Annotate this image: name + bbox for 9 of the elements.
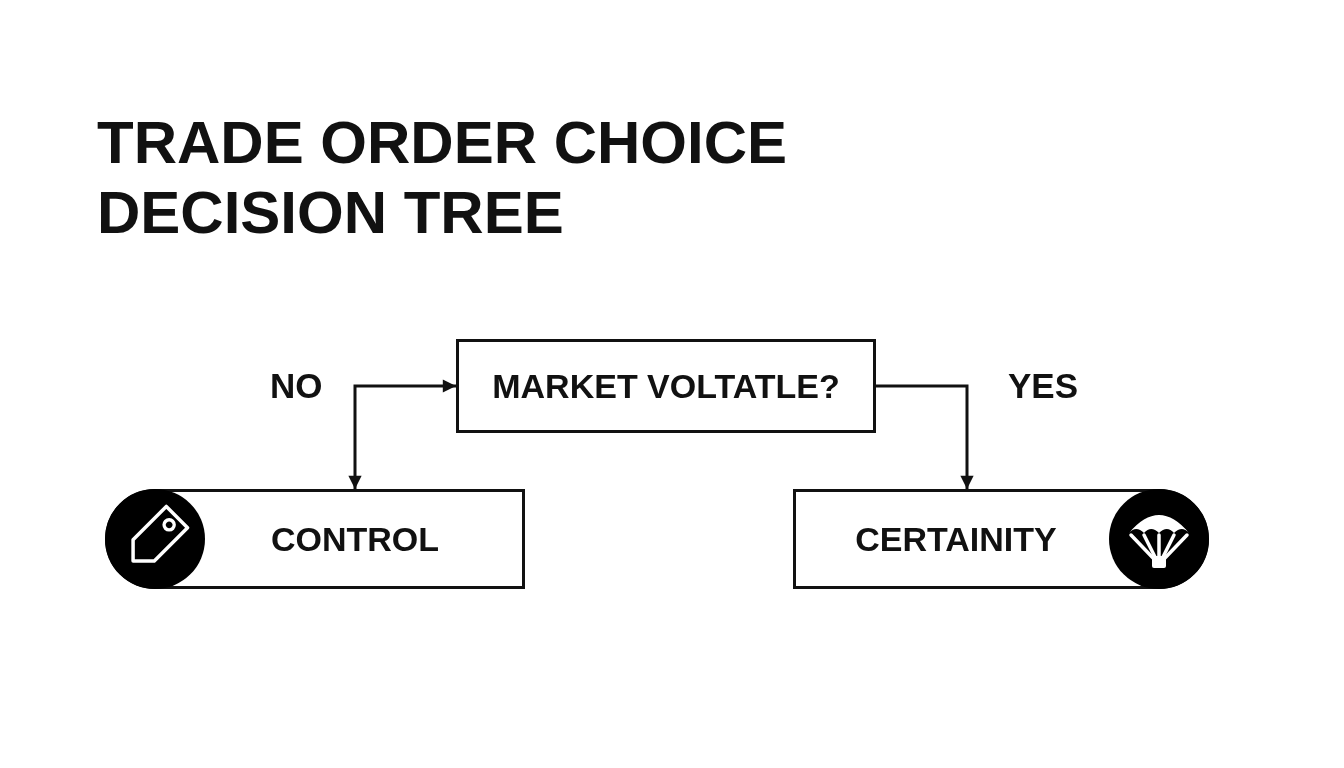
option-box bbox=[105, 489, 525, 589]
diagram-title: TRADE ORDER CHOICE DECISION TREE bbox=[97, 108, 789, 248]
decision-question: MARKET VOLTATLE? bbox=[492, 366, 840, 406]
option-box bbox=[793, 489, 1209, 589]
option-label: CERTAINITY bbox=[855, 519, 1057, 559]
option-label: CONTROL bbox=[270, 519, 440, 559]
arrow bbox=[348, 379, 456, 489]
decision-box bbox=[456, 339, 876, 433]
arrow bbox=[876, 384, 974, 489]
